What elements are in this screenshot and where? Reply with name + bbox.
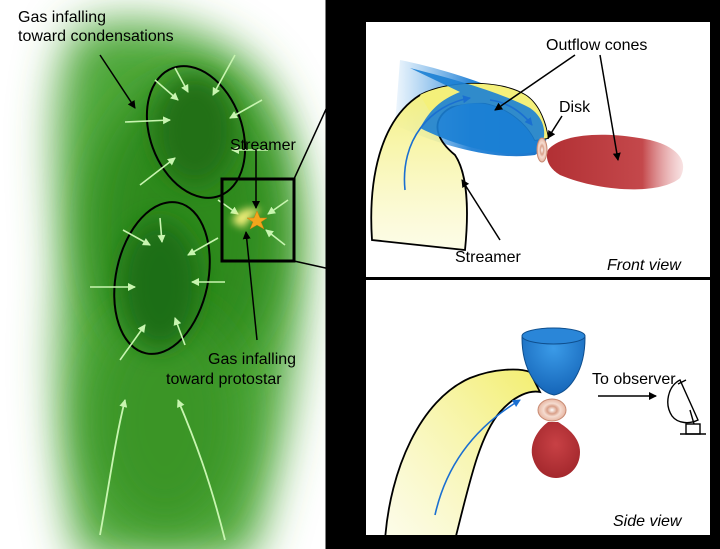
flow-arrow <box>99 399 128 536</box>
infall-arrow <box>173 317 186 346</box>
label-gas-protostar-line1: Gas infalling <box>208 351 296 368</box>
telescope-icon <box>667 379 706 435</box>
infall-arrow <box>124 116 171 125</box>
caption-side-view: Side view <box>613 513 683 530</box>
label-arrow <box>242 231 258 341</box>
infall-arrow <box>187 237 219 256</box>
label-gas-protostar-line2: toward protostar <box>166 371 282 388</box>
condensation-upper <box>145 65 247 199</box>
label-arrow <box>494 54 576 111</box>
condensation-lower <box>113 201 211 355</box>
side-view-panel: To observer Side view <box>366 279 710 535</box>
label-disk: Disk <box>559 99 591 116</box>
label-streamer-left: Streamer <box>230 137 296 154</box>
label-outflow-cones: Outflow cones <box>546 37 647 54</box>
infall-arrow <box>267 199 289 215</box>
outflow-cone-red <box>546 134 684 190</box>
infall-arrow <box>174 67 189 93</box>
infall-arrow <box>139 157 176 186</box>
outflow-cone-red-side <box>531 422 580 478</box>
flow-arrow <box>177 399 226 541</box>
infall-arrow <box>119 324 146 361</box>
label-to-observer: To observer <box>592 371 676 388</box>
gas-cloud <box>56 21 304 549</box>
label-arrow <box>599 54 621 161</box>
zoom-connector-top <box>293 21 367 180</box>
zoom-connector-bottom <box>293 260 367 278</box>
infall-arrow <box>229 99 263 119</box>
panel-borders <box>325 0 713 549</box>
streamer-flow-arrow <box>434 399 521 516</box>
infall-arrow <box>212 54 236 96</box>
label-arrow <box>547 115 563 139</box>
front-view-panel: Outflow cones Disk Streamer Front view <box>366 22 710 277</box>
infall-arrow <box>265 229 286 246</box>
label-arrow <box>99 54 136 109</box>
left-panel: Gas infalling toward condensations Strea… <box>0 0 326 549</box>
label-arrows <box>99 54 260 341</box>
label-arrow <box>461 179 501 241</box>
disk <box>536 137 548 163</box>
infall-arrow <box>154 79 179 101</box>
streamer-blob <box>232 208 268 230</box>
streamer-flow-arrow <box>403 95 471 191</box>
zoom-box <box>220 177 296 263</box>
caption-front-view: Front view <box>607 257 682 274</box>
zoom-connectors <box>293 21 367 278</box>
streamer-flow-arrow <box>489 99 533 126</box>
disk-side <box>537 398 567 422</box>
infall-arrows <box>90 54 289 541</box>
label-gas-condensations-line2: toward condensations <box>18 28 174 45</box>
label-gas-condensations-line1: Gas infalling <box>18 9 106 26</box>
infall-arrow <box>122 229 151 246</box>
infall-arrow <box>157 217 166 243</box>
protostar-star-icon <box>246 210 268 230</box>
label-streamer-front: Streamer <box>455 249 521 266</box>
